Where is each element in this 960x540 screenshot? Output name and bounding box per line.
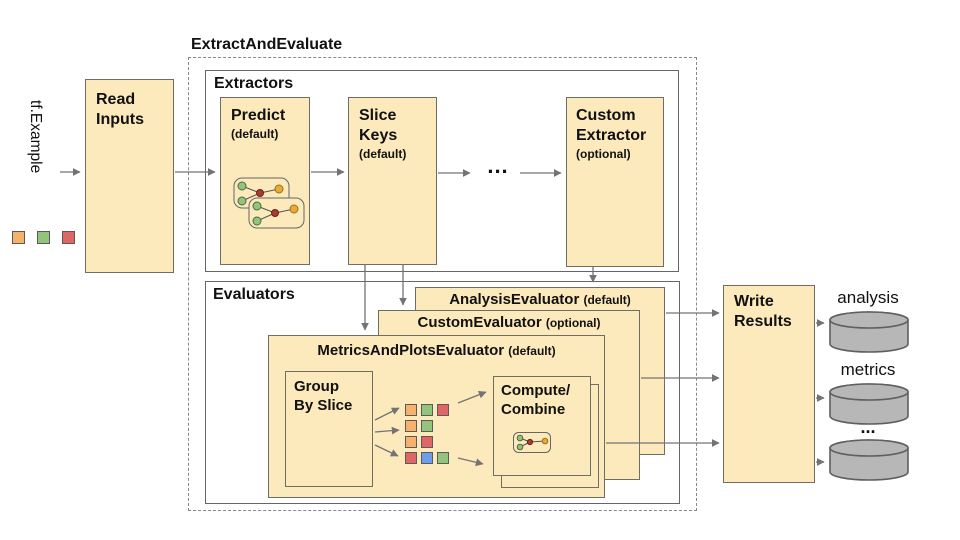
custom-extractor-box: Custom Extractor (optional)	[566, 97, 664, 267]
output-metrics-label: metrics	[840, 360, 896, 379]
color-square-orange	[405, 404, 417, 416]
color-square-red	[405, 452, 417, 464]
pipeline-title: ExtractAndEvaluate	[191, 36, 343, 53]
slice-keys-qualifier: (default)	[359, 147, 407, 161]
slice-keys-box: Slice Keys (default)	[348, 97, 437, 265]
write-results-title: Write Results	[734, 293, 792, 330]
output-analysis-label: analysis	[837, 288, 899, 307]
extractors-title: Extractors	[214, 75, 294, 92]
color-square-red	[437, 404, 449, 416]
custom-evaluator-qualifier: (optional)	[545, 316, 601, 330]
compute-combine-title: Compute/ Combine	[501, 382, 571, 418]
color-square-orange	[405, 420, 417, 432]
evaluators-title: Evaluators	[213, 286, 295, 303]
analysis-evaluator-qualifier: (default)	[583, 293, 631, 307]
extract-and-evaluate-container	[188, 57, 697, 511]
color-square-orange	[12, 231, 25, 244]
custom-evaluator-title: CustomEvaluator	[417, 314, 542, 331]
color-square-green	[437, 452, 449, 464]
color-square-orange	[405, 436, 417, 448]
group-by-slice-title: Group By Slice	[294, 378, 353, 414]
color-square-blue	[421, 452, 433, 464]
custom-extractor-qualifier: (optional)	[576, 147, 631, 161]
predict-title: Predict	[231, 107, 286, 124]
output-more-label: ...	[860, 417, 876, 437]
model-graph-icon	[233, 177, 305, 229]
read-inputs-title: Read Inputs	[96, 91, 144, 128]
slice-keys-title: Slice Keys	[359, 107, 398, 144]
sliced-data-grid	[405, 404, 449, 468]
metrics-plots-evaluator-title: MetricsAndPlotsEvaluator	[317, 342, 505, 359]
predict-box: Predict (default)	[220, 97, 310, 265]
custom-extractor-title: Custom Extractor	[576, 107, 647, 144]
write-results-box: Write Results	[723, 285, 815, 483]
compute-combine-box: Compute/ Combine	[493, 376, 591, 476]
extractors-ellipsis: ...	[487, 153, 509, 178]
metrics-plots-evaluator-box: MetricsAndPlotsEvaluator (default) Group…	[268, 335, 605, 498]
analysis-evaluator-title: AnalysisEvaluator	[449, 291, 580, 308]
color-square-red	[62, 231, 75, 244]
color-square-green	[37, 231, 50, 244]
metrics-plots-evaluator-qualifier: (default)	[508, 344, 556, 358]
read-inputs-box: Read Inputs	[85, 79, 174, 273]
group-by-slice-box: Group By Slice	[285, 371, 373, 487]
analysis-cylinder-icon	[829, 311, 909, 353]
more-cylinder-icon	[829, 439, 909, 481]
color-square-green	[421, 404, 433, 416]
predict-qualifier: (default)	[231, 127, 279, 141]
color-square-red	[421, 436, 433, 448]
combine-graph-icon	[513, 432, 551, 453]
color-square-green	[421, 420, 433, 432]
metrics-cylinder-icon	[829, 383, 909, 425]
tf-example-label: tf.Example	[27, 100, 44, 174]
